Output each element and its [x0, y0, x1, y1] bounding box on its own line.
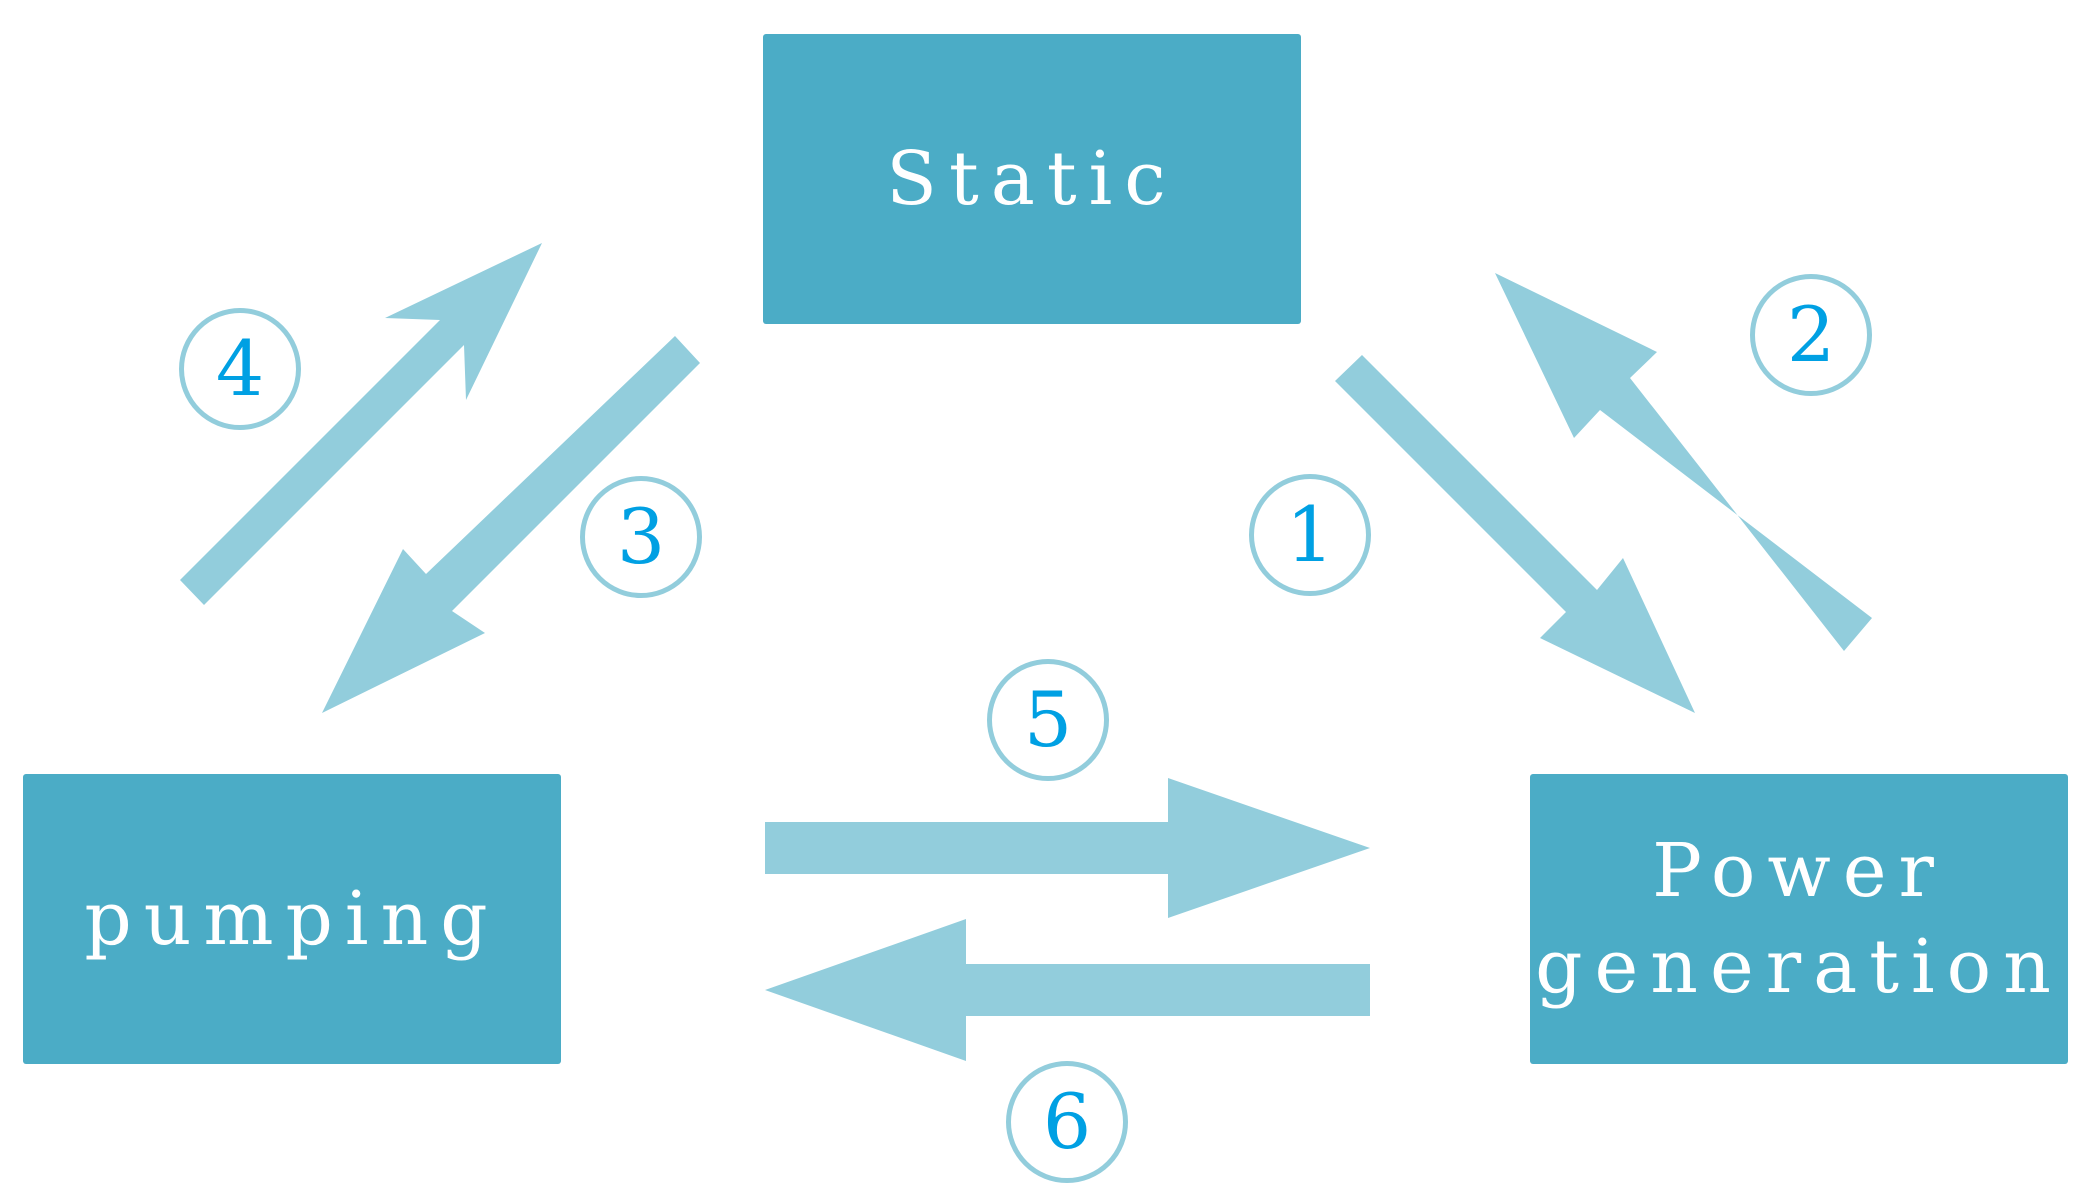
arrow-4 — [180, 243, 542, 605]
transition-label-3: 3 — [616, 492, 666, 581]
state-power-generation-label-line2: generation — [1535, 924, 2063, 1010]
transition-label-6: 6 — [1042, 1077, 1092, 1166]
transition-badge-6: 6 — [1006, 1061, 1128, 1183]
arrow-6 — [765, 919, 1370, 1061]
state-pumping-box: pumping — [23, 774, 561, 1064]
arrow-1 — [1335, 355, 1695, 713]
arrow-3 — [322, 336, 700, 713]
transition-label-1: 1 — [1285, 490, 1335, 579]
state-power-generation-box: Power generation — [1530, 774, 2068, 1064]
arrow-5 — [765, 778, 1370, 918]
transition-badge-1: 1 — [1249, 474, 1371, 596]
arrow-2 — [1495, 273, 1872, 651]
state-static-box: Static — [763, 34, 1301, 324]
state-pumping-label: pumping — [84, 875, 500, 962]
transition-badge-2: 2 — [1750, 274, 1872, 396]
transition-label-5: 5 — [1023, 675, 1073, 764]
transition-badge-4: 4 — [179, 308, 301, 430]
state-static-label: Static — [886, 135, 1178, 222]
transition-label-4: 4 — [215, 324, 265, 413]
state-power-generation-label-line1: Power — [1652, 827, 1946, 914]
transition-badge-3: 3 — [580, 476, 702, 598]
transition-label-2: 2 — [1786, 290, 1836, 379]
transition-badge-5: 5 — [987, 659, 1109, 781]
